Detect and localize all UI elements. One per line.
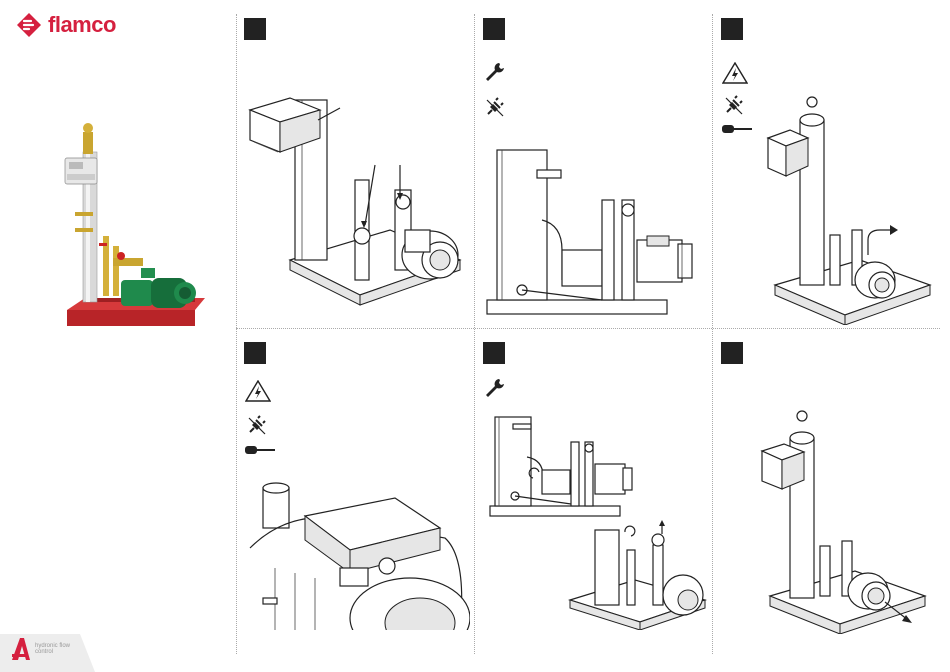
electric-warning-icon (722, 62, 748, 84)
screwdriver-icon (721, 122, 753, 136)
step-marker-2 (483, 18, 505, 40)
unplug-icon (246, 414, 268, 436)
step-marker-5 (483, 342, 505, 364)
wrench-icon (484, 377, 506, 399)
step-5-illustration-a (487, 412, 637, 524)
step-marker-3 (721, 18, 743, 40)
step-4-illustration (245, 478, 470, 630)
divider-v1 (236, 14, 237, 654)
unplug-icon (723, 94, 745, 116)
wrench-icon (484, 61, 506, 83)
product-image (55, 118, 205, 333)
step-5-illustration-b (565, 520, 710, 630)
electric-warning-icon (245, 380, 271, 402)
step-6-illustration (760, 406, 938, 634)
flamco-logo-icon (16, 12, 42, 38)
brand-name: flamco (48, 12, 116, 38)
footer-tagline-2: control (35, 649, 70, 655)
step-marker-6 (721, 342, 743, 364)
step-2-illustration (482, 140, 707, 320)
screwdriver-icon (244, 443, 276, 457)
unplug-icon (484, 96, 506, 118)
divider-v2 (474, 14, 475, 654)
divider-v3 (712, 14, 713, 654)
step-marker-1 (244, 18, 266, 40)
flamco-logo: flamco (16, 12, 116, 38)
step-3-illustration (760, 90, 935, 325)
step-1-illustration (240, 90, 470, 330)
aalberts-logo-icon (10, 636, 32, 662)
step-marker-4 (244, 342, 266, 364)
aalberts-logo: hydronic flow control (10, 636, 70, 662)
